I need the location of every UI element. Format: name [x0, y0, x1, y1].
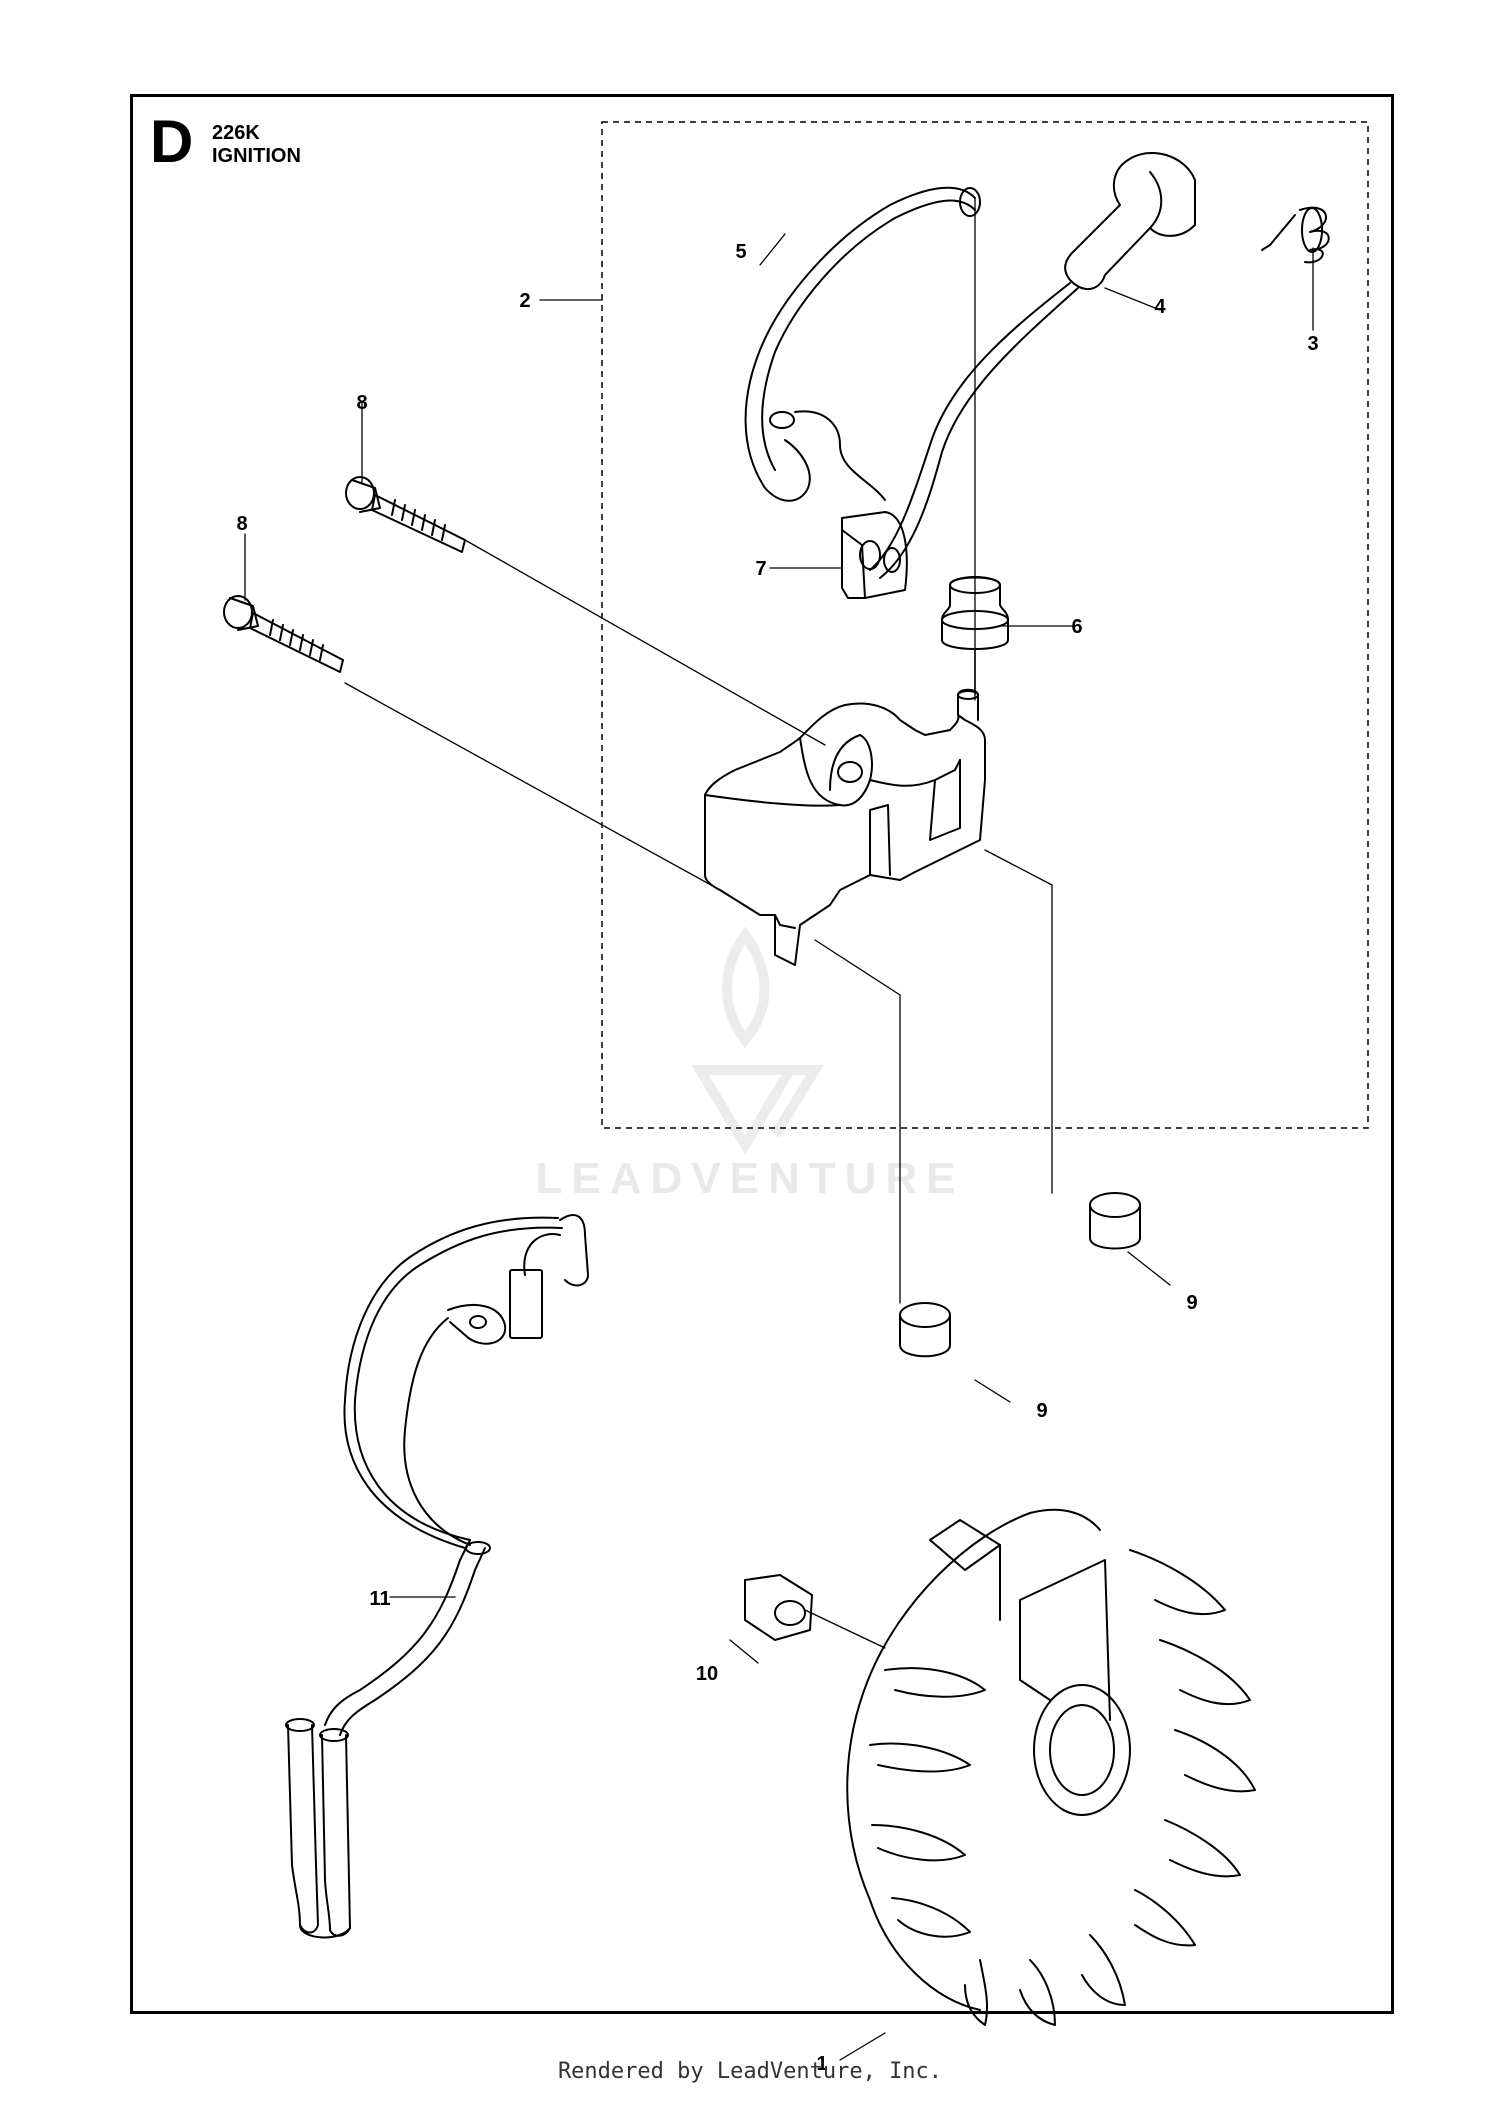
callout-8-upper: 8 [356, 392, 367, 414]
callout-3: 3 [1307, 333, 1318, 355]
callout-5: 5 [735, 241, 746, 263]
model-number: 226K [212, 122, 260, 144]
callout-9-left: 9 [1036, 1400, 1047, 1422]
callout-7: 7 [755, 558, 766, 580]
spark-plug-boot-part-4 [869, 151, 1196, 579]
section-title: IGNITION [212, 145, 301, 167]
spacer-part-9-right [1089, 1192, 1141, 1250]
ferrule-part-6 [941, 576, 1009, 650]
callout-11: 11 [369, 1588, 390, 1610]
callout-2: 2 [519, 290, 530, 312]
flywheel-part-1 [846, 1508, 1256, 2026]
footer-credit: Rendered by LeadVenture, Inc. [557, 2059, 943, 2084]
spring-clip-part-3 [1261, 206, 1330, 264]
leader-lines [244, 197, 1314, 2061]
grommet-part-7 [841, 511, 908, 599]
watermark-text: LEADVENTURE [535, 1154, 965, 1203]
callout-6: 6 [1071, 616, 1082, 638]
flywheel-nut-part-10 [744, 1574, 813, 1641]
screw-part-8-upper [345, 476, 466, 553]
ignition-module-part-2 [704, 688, 986, 966]
callout-4: 4 [1154, 296, 1166, 318]
diagram-frame [130, 94, 1394, 2014]
callout-8-lower: 8 [236, 513, 247, 535]
callout-9-right: 9 [1186, 1292, 1197, 1314]
watermark-logo [691, 926, 824, 1155]
screw-part-8-lower [223, 595, 344, 673]
spacer-part-9-left [899, 1302, 951, 1358]
section-letter: D [150, 108, 194, 175]
ignition-module-kit-boundary [601, 121, 1369, 1129]
callout-1: 1 [816, 2053, 827, 2075]
callout-10: 10 [696, 1663, 718, 1685]
wire-harness-part-11 [285, 1214, 589, 1939]
cable-part-5 [744, 186, 981, 502]
callout-labels: 1 2 3 4 5 6 7 8 8 9 9 10 11 [236, 241, 1318, 2075]
